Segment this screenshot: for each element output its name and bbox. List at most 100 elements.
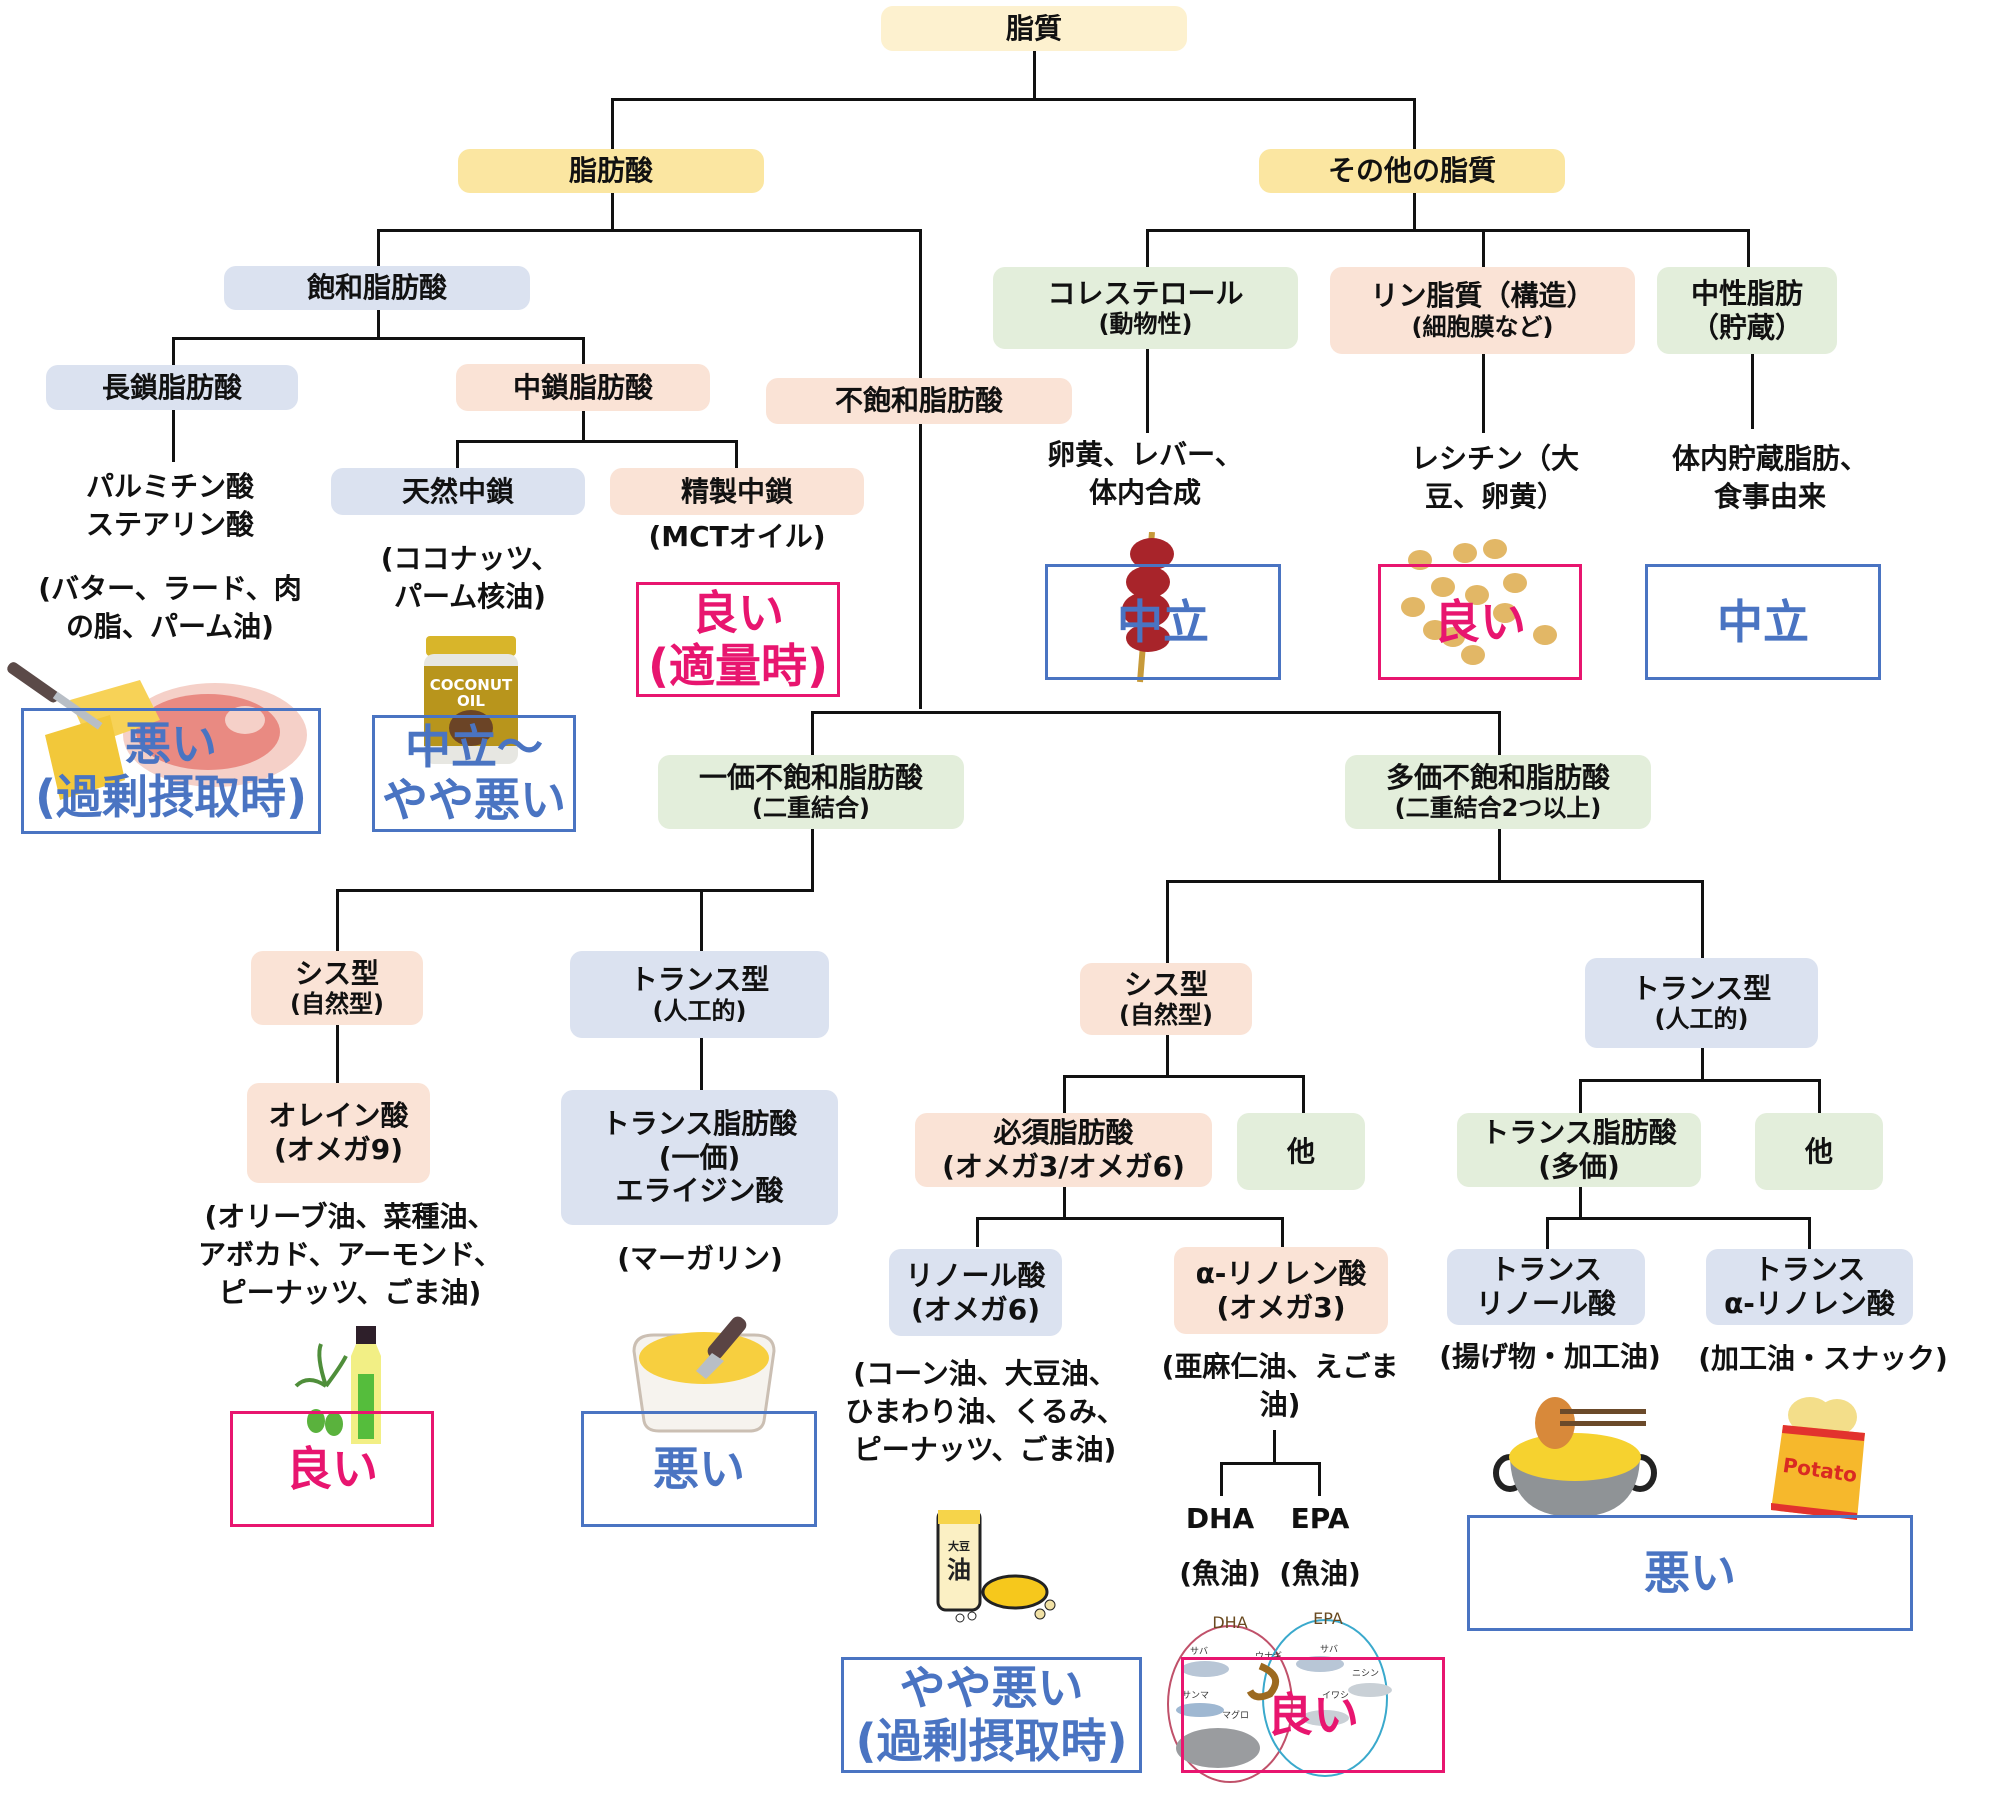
node-label: 飽和脂肪酸 xyxy=(306,271,447,305)
liver-skewer-icon xyxy=(1118,531,1178,684)
connector xyxy=(1033,51,1036,100)
node-refined-medium-chain: 精製中鎖 xyxy=(610,468,864,515)
venn-title-dha: DHA xyxy=(1212,1613,1247,1632)
node-sublabel: (オメガ9) xyxy=(273,1133,404,1166)
jar-label: COCONUT xyxy=(430,676,513,694)
node-label: トランス脂肪酸 xyxy=(1481,1116,1677,1150)
node-label: トランス型 xyxy=(629,963,770,997)
node-sublabel: (自然型) xyxy=(1119,1001,1213,1030)
node-label: 中性脂肪 xyxy=(1690,276,1803,310)
node-unsaturated-fatty-acids: 不飽和脂肪酸 xyxy=(766,378,1072,424)
connector xyxy=(811,711,1501,714)
connector xyxy=(172,410,175,462)
dha-epa-verdict-box: 良い xyxy=(1181,1657,1445,1773)
connector xyxy=(1498,711,1501,755)
node-label: その他の脂質 xyxy=(1327,154,1496,188)
node-label: (一価) xyxy=(658,1140,741,1174)
verdict-line: 中立 xyxy=(1717,594,1809,649)
epa-label: EPA xyxy=(1290,1502,1350,1535)
connector xyxy=(700,1038,703,1090)
verdict-line: 良い xyxy=(692,585,784,640)
verdict-line: (過剰摂取時) xyxy=(855,1714,1128,1768)
long-chain-examples: パルミチン酸 ステアリン酸 xyxy=(85,470,254,541)
verdict-line: 中立～ xyxy=(405,719,543,774)
node-essential-fatty-acids: 必須脂肪酸 (オメガ3/オメガ6) xyxy=(915,1113,1212,1187)
fish-label: サンマ xyxy=(1182,1690,1209,1701)
bottle-label: 大豆 xyxy=(948,1539,970,1553)
node-label: リノール酸 xyxy=(1475,1287,1616,1320)
node-label: α-リノレン酸 xyxy=(1724,1287,1895,1320)
connector xyxy=(1146,229,1750,232)
node-label: トランス xyxy=(1753,1253,1866,1287)
margarine-sources: (マーガリン) xyxy=(617,1242,783,1275)
verdict-line: 良い xyxy=(1434,594,1526,649)
margarine-verdict-box: 悪い xyxy=(581,1411,817,1527)
connector xyxy=(811,829,814,891)
node-mono-trans: トランス型 (人工的) xyxy=(570,951,829,1038)
node-label: 天然中鎖 xyxy=(401,474,514,508)
node-label: トランス型 xyxy=(1631,971,1772,1005)
connector xyxy=(582,410,585,442)
node-sublabel: (細胞膜など) xyxy=(1411,312,1554,341)
linoleic-verdict-box: やや悪い (過剰摂取時) xyxy=(841,1657,1142,1773)
node-poly-cis-other: 他 xyxy=(1237,1113,1365,1190)
node-label: 一価不飽和脂肪酸 xyxy=(698,760,923,794)
connector xyxy=(811,711,814,755)
fish-label: マグロ xyxy=(1222,1709,1249,1721)
natural-medium-chain-sources: (ココナッツ、 パーム核油) xyxy=(380,542,560,613)
connector xyxy=(976,1217,1284,1220)
node-label: 多価不飽和脂肪酸 xyxy=(1385,760,1610,794)
node-fatty-acids: 脂肪酸 xyxy=(458,149,764,193)
fish-label: サバ xyxy=(1320,1644,1338,1655)
connector xyxy=(336,889,339,951)
node-label: シス型 xyxy=(294,956,379,990)
node-label: トランス脂肪酸 xyxy=(601,1107,798,1141)
node-sublabel: (人工的) xyxy=(1654,1005,1749,1034)
fish-label: イワシ xyxy=(1322,1691,1349,1701)
node-trans-alpha-linolenic: トランス α-リノレン酸 xyxy=(1706,1249,1913,1325)
connector xyxy=(1318,1462,1321,1496)
node-label: 他 xyxy=(1286,1134,1315,1168)
long-chain-verdict-box: 悪い (過剰摂取時) xyxy=(21,708,321,834)
node-other-lipids: その他の脂質 xyxy=(1259,149,1565,193)
node-label: シス型 xyxy=(1123,967,1208,1001)
coconut-oil-jar-icon: COCONUT OIL xyxy=(422,636,520,766)
node-sublabel: (二重結合2つ以上) xyxy=(1394,794,1602,823)
node-sublabel: (オメガ6) xyxy=(910,1292,1041,1326)
node-label: エライジン酸 xyxy=(615,1174,784,1208)
node-label: 脂質 xyxy=(1005,11,1062,45)
dha-epa-fish-venn-icon: DHA EPA サバ ウナギ サンマ マグロ サバ ニシン イワシ xyxy=(1160,1606,1440,1786)
node-label: α-リノレン酸 xyxy=(1195,1256,1367,1290)
connector xyxy=(377,229,922,232)
verdict-line: 中立 xyxy=(1117,594,1209,649)
fish-label: サバ xyxy=(1190,1646,1208,1657)
potato-chips-bag-icon: Potato xyxy=(1765,1395,1875,1525)
connector xyxy=(1751,354,1754,429)
node-label: 長鎖脂肪酸 xyxy=(101,370,242,404)
node-label: リン脂質（構造） xyxy=(1370,279,1595,313)
poly-trans-verdict-box: 悪い xyxy=(1467,1515,1913,1631)
verdict-line: 悪い xyxy=(125,717,217,772)
oleic-sources: (オリーブ油、菜種油、 アボカド、アーモンド、 ピーナッツ、ごま油) xyxy=(197,1200,503,1309)
connector xyxy=(1482,354,1485,433)
node-sublabel: (人工的) xyxy=(652,996,747,1025)
connector xyxy=(1579,1079,1821,1082)
connector xyxy=(1747,229,1750,267)
refined-medium-chain-sources: (MCTオイル) xyxy=(648,520,826,553)
margarine-tub-icon xyxy=(624,1313,784,1433)
refined-medium-chain-verdict-box: 良い (適量時) xyxy=(636,582,840,697)
connector xyxy=(1413,98,1416,149)
fish-label: ウナギ xyxy=(1255,1651,1282,1662)
connector xyxy=(1220,1462,1223,1496)
neutral-fat-verdict-box: 中立 xyxy=(1645,564,1881,680)
node-mono-cis: シス型 (自然型) xyxy=(251,951,423,1025)
connector xyxy=(377,310,380,339)
bottle-label: 油 xyxy=(947,1556,971,1584)
connector xyxy=(1546,1217,1549,1249)
node-sublabel: (オメガ3) xyxy=(1216,1290,1346,1324)
trans-alpha-sources: (加工油・スナック) xyxy=(1698,1342,1948,1375)
connector xyxy=(1546,1217,1811,1220)
cholesterol-verdict-box: 中立 xyxy=(1045,564,1281,680)
node-sublabel: (オメガ3/オメガ6) xyxy=(942,1150,1185,1183)
node-label: 他 xyxy=(1804,1134,1833,1168)
